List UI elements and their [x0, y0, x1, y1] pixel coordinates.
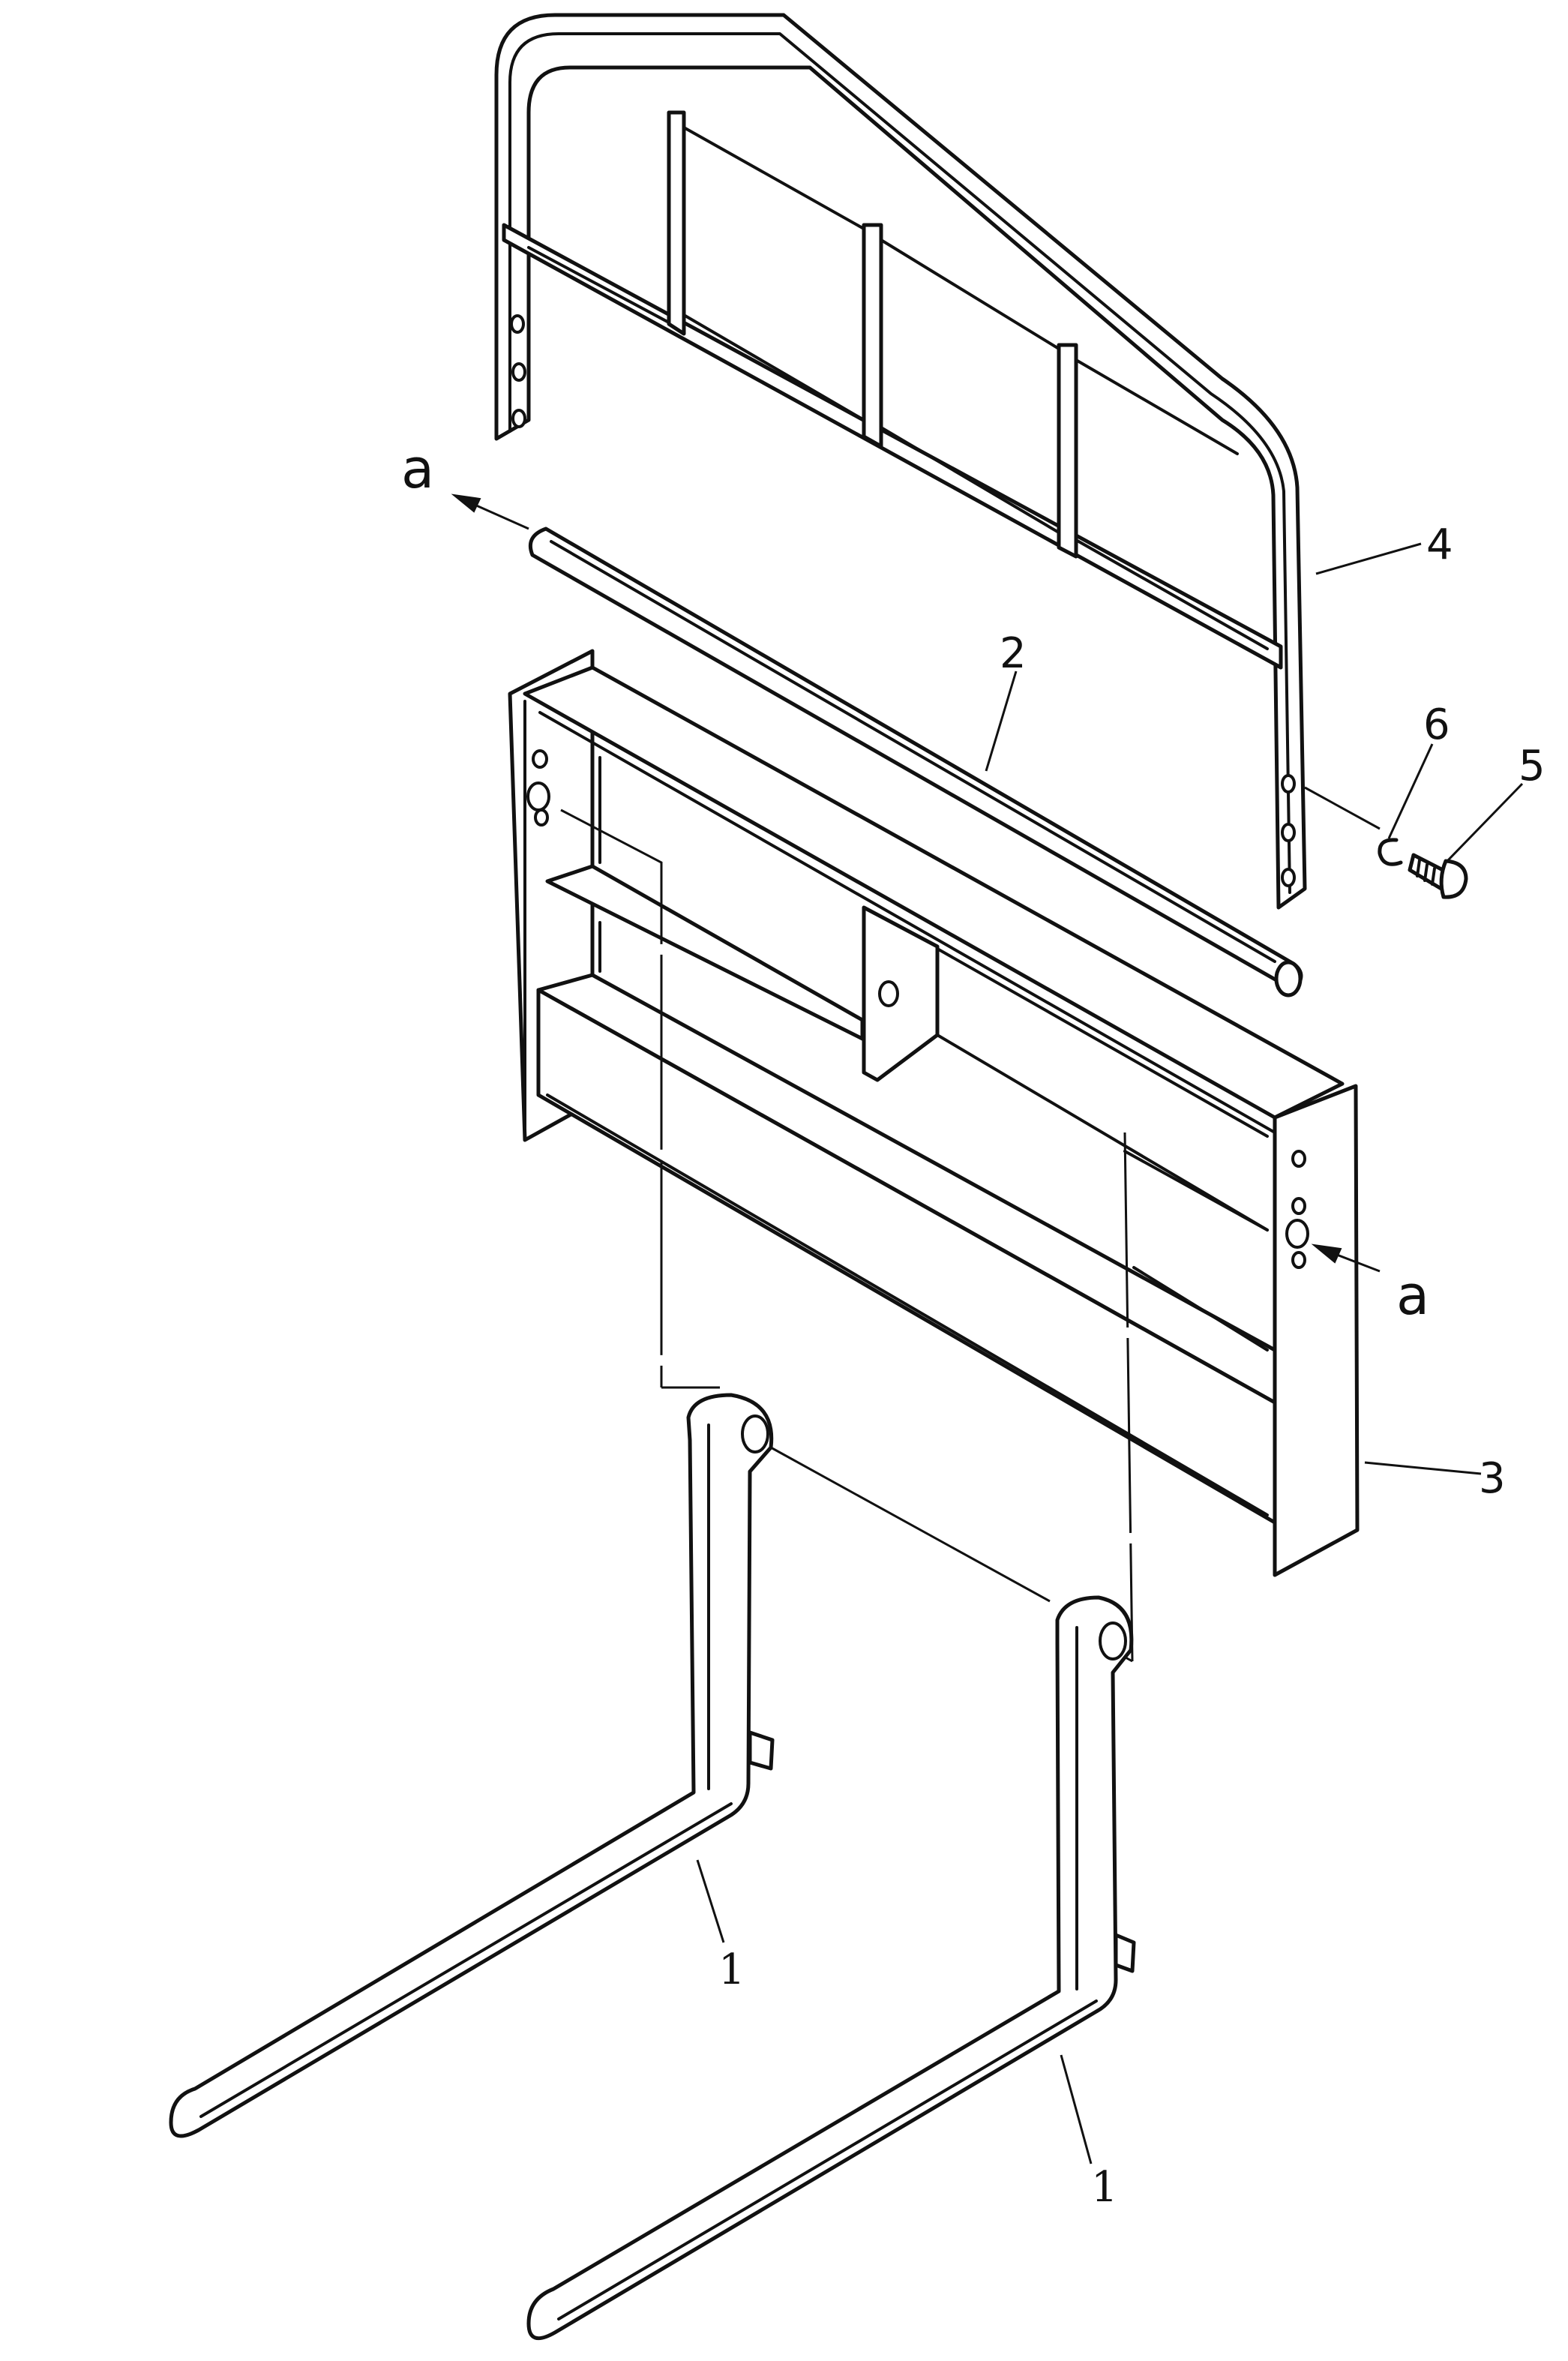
- callout-leaders: [451, 494, 1524, 2164]
- bolt: [1408, 853, 1468, 899]
- fork-left: [169, 1393, 775, 2138]
- callout-5: 5: [1519, 742, 1546, 790]
- callout-2: 2: [1000, 629, 1027, 678]
- shaft: [528, 526, 1303, 998]
- alignment-lines: [560, 808, 1134, 1663]
- load-backrest: [494, 13, 1307, 910]
- carriage: [508, 649, 1360, 1577]
- callout-6: 6: [1423, 700, 1450, 749]
- washer: [1378, 838, 1403, 866]
- callout-3: 3: [1479, 1454, 1506, 1503]
- ref-label-a-right: a: [1396, 1264, 1429, 1327]
- callout-1-right: 1: [1091, 2163, 1118, 2212]
- fork-right: [526, 1595, 1136, 2341]
- callout-1-left: 1: [718, 1946, 745, 1994]
- ref-label-a-top: a: [401, 437, 434, 500]
- callout-4: 4: [1426, 520, 1453, 569]
